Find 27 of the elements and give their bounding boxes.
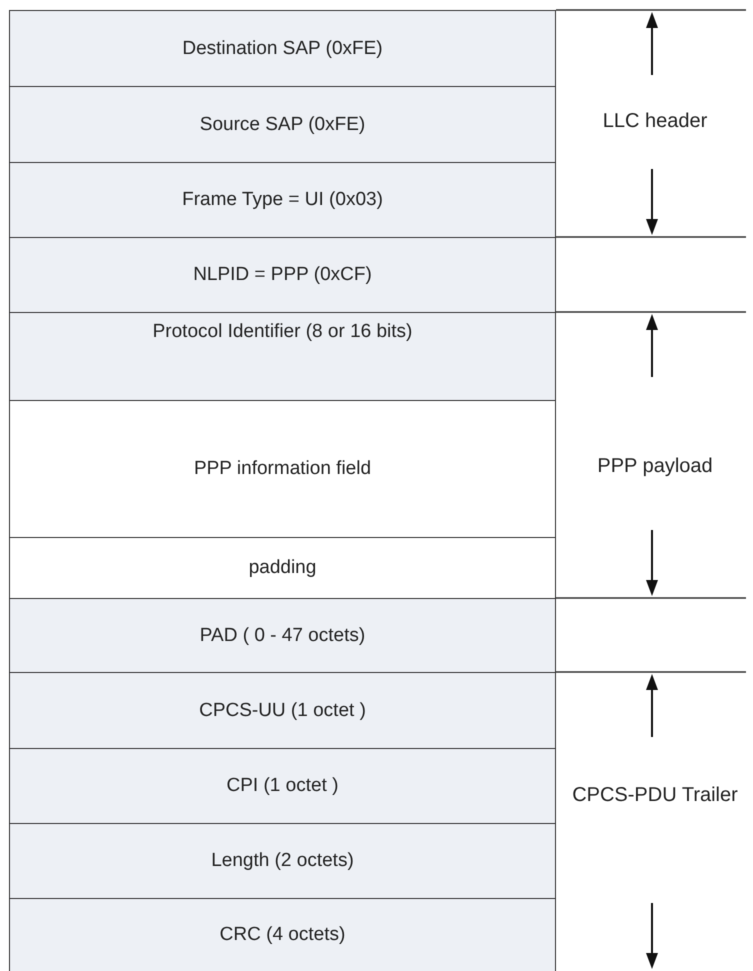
field-label: Source SAP (0xFE) [200, 112, 366, 137]
field-label: Protocol Identifier (8 or 16 bits) [152, 320, 412, 344]
field-label: Destination SAP (0xFE) [182, 36, 383, 61]
packet-field [9, 10, 556, 88]
field-label: Frame Type = UI (0x03) [182, 188, 383, 212]
field-label: CRC (4 octets) [220, 923, 346, 948]
field-label: PPP information field [194, 457, 372, 482]
field-label: CPI (1 octet ) [226, 774, 338, 798]
span-label: LLC header [602, 109, 708, 134]
packet-field [9, 537, 556, 600]
packet-field [9, 598, 556, 674]
field-label: CPCS-UU (1 octet ) [199, 698, 366, 723]
packet-field [9, 86, 556, 164]
packet-field [9, 400, 556, 538]
packet-field [9, 748, 556, 824]
span-label: CPCS-PDU Trailer [571, 783, 739, 808]
packet-field [9, 898, 556, 971]
packet-field [9, 312, 556, 402]
field-label: padding [248, 556, 316, 580]
span-label: PPP payload [596, 454, 714, 479]
packet-field [9, 162, 556, 238]
field-label: PAD ( 0 - 47 octets) [200, 624, 366, 648]
field-label: Length (2 octets) [211, 849, 354, 874]
packet-field [9, 672, 556, 750]
packet-field [9, 823, 556, 900]
packet-field [9, 237, 556, 314]
field-label: NLPID = PPP (0xCF) [193, 263, 372, 288]
